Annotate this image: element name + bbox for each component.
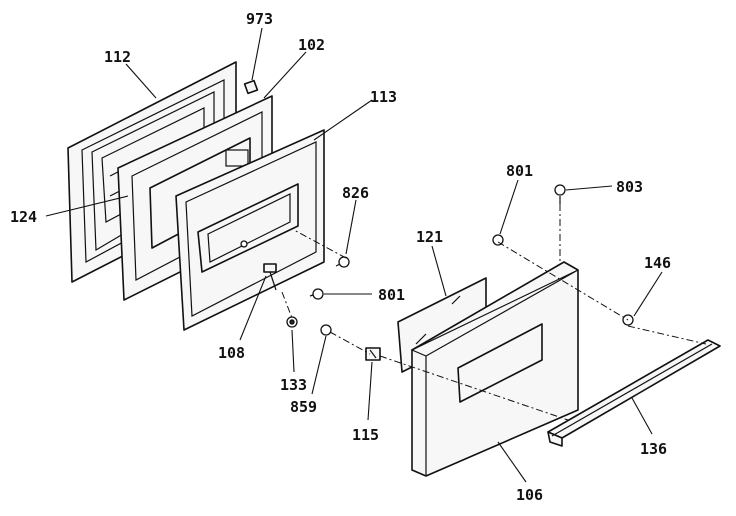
part-106-outer-door-panel <box>410 261 579 477</box>
assembly-centerlines <box>293 204 707 421</box>
callout-826: 826 <box>342 184 369 202</box>
callout-108: 108 <box>218 344 245 362</box>
part-826-screw <box>335 256 350 268</box>
callout-112: 112 <box>104 48 131 66</box>
part-801-screw-right <box>492 234 504 246</box>
leader-lines <box>45 27 663 483</box>
part-108-hinge <box>263 263 277 291</box>
callout-801-right: 801 <box>506 162 533 180</box>
callout-106: 106 <box>516 486 543 504</box>
part-973-clip <box>243 79 259 95</box>
callout-146: 146 <box>644 254 671 272</box>
callout-labels: 112 973 102 113 124 826 801 803 121 146 … <box>10 10 671 504</box>
callout-102: 102 <box>298 36 325 54</box>
callout-115: 115 <box>352 426 379 444</box>
callout-124: 124 <box>10 208 37 226</box>
callout-803: 803 <box>616 178 643 196</box>
part-803-screw <box>554 184 566 204</box>
callout-136: 136 <box>640 440 667 458</box>
part-115-bracket <box>365 347 381 361</box>
callout-859: 859 <box>290 398 317 416</box>
callout-121: 121 <box>416 228 443 246</box>
callout-133: 133 <box>280 376 307 394</box>
part-136-door-handle <box>547 339 721 447</box>
callout-801-left: 801 <box>378 286 405 304</box>
callout-973: 973 <box>246 10 273 28</box>
part-801-screw-left <box>309 288 324 300</box>
callout-113: 113 <box>370 88 397 106</box>
part-133-spacer <box>281 291 298 328</box>
part-859-spacer <box>320 324 332 336</box>
